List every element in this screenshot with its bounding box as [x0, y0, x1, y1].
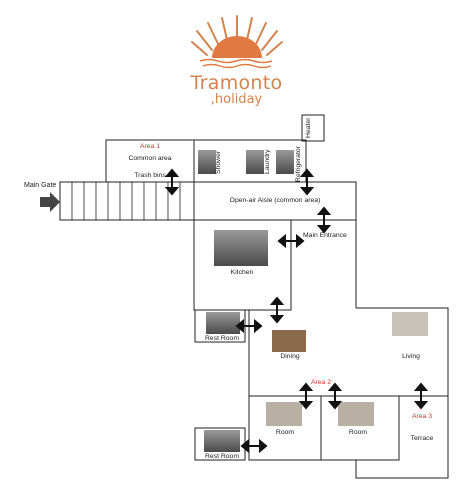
rest-room-2-label: Rest Room — [205, 453, 239, 460]
kitchen-photo — [214, 230, 268, 266]
heater-box — [301, 114, 325, 142]
sun-logo-icon — [191, 15, 283, 69]
living-label: Living — [402, 353, 420, 360]
brand-name: Tramonto — [190, 72, 283, 94]
stair-treads — [71, 182, 181, 220]
terrace-label: Terrace — [410, 435, 434, 442]
refrigerator-photo — [276, 150, 294, 174]
brand-logo: Tramonto ,holiday — [0, 0, 473, 110]
dining-label: Dining — [280, 353, 300, 360]
room-2-photo — [338, 402, 374, 426]
brand-suffix: ,holiday — [210, 92, 263, 107]
room-1-photo — [266, 402, 302, 426]
gate-arrow-icon — [40, 192, 60, 212]
area1-label: Area 1 — [139, 143, 161, 150]
trash-bins-label: Trash bins — [134, 172, 166, 179]
laundry-photo — [246, 150, 264, 174]
aisle-label: Open-air Aisle (common area) — [229, 197, 321, 204]
living-photo — [392, 312, 428, 336]
dining-photo — [272, 330, 306, 352]
main-gate-label: Main Gate — [24, 182, 57, 189]
room-1-label: Room — [275, 429, 295, 436]
rest-room-1-photo — [206, 312, 240, 334]
rest-room-2-photo — [204, 430, 240, 452]
photo-icon — [198, 150, 428, 452]
area3-label: Area 3 — [411, 413, 433, 420]
shower-label: Shower — [215, 150, 222, 174]
room-2-label: Room — [348, 429, 368, 436]
laundry-label: Laundry — [264, 149, 271, 174]
main-entrance-label: Main Entrance — [303, 232, 347, 239]
double-arrow-icon — [164, 168, 429, 454]
refrigerator-label: Refrigerator — [295, 146, 302, 182]
shower-photo — [198, 150, 216, 174]
kitchen-label: Kitchen — [230, 269, 254, 276]
common-area-label: Common area — [128, 155, 172, 162]
rest-room-1-label: Rest Room — [205, 335, 239, 342]
area2-label: Area 2 — [310, 379, 332, 386]
entry-stairs — [59, 181, 195, 221]
heater-label: Heater — [305, 117, 312, 138]
